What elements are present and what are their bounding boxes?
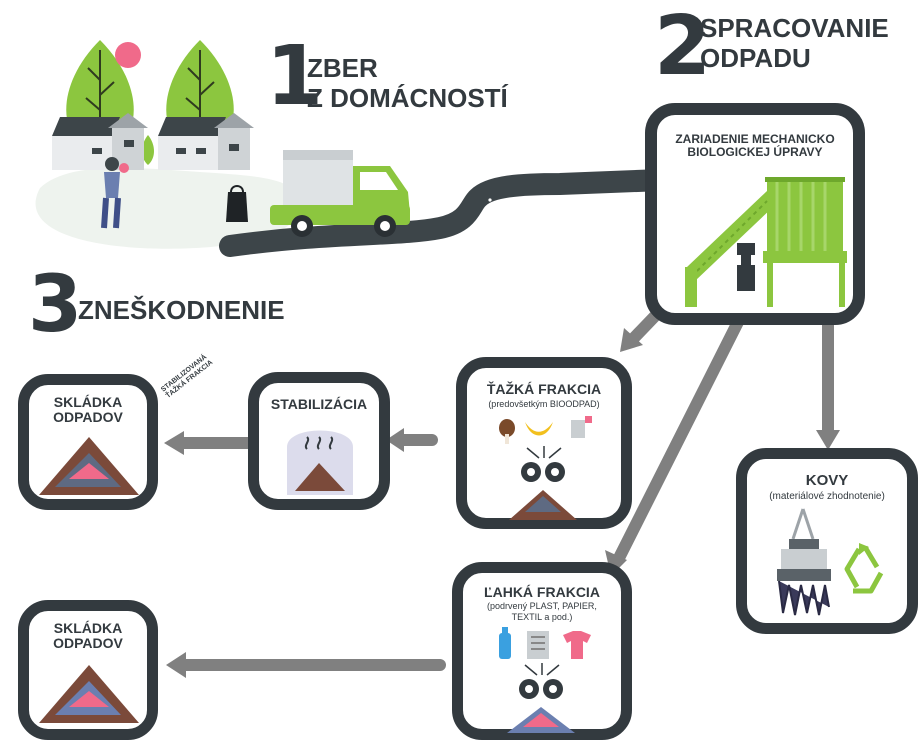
landfill-bottom-title: SKLÁDKA ODPADOV xyxy=(29,620,147,652)
metals-box: KOVY (materiálové zhodnotenie) xyxy=(736,448,918,634)
heavy-fraction-title: ŤAŽKÁ FRAKCIA xyxy=(486,381,602,397)
landfill-bottom-title-line2: ODPADOV xyxy=(53,635,123,652)
step-2-number: 2 xyxy=(654,0,712,94)
banana-icon xyxy=(525,422,553,436)
person-icon xyxy=(101,157,129,229)
stabilization-box: STABILIZÁCIA xyxy=(248,372,390,510)
stabilization-title: STABILIZÁCIA xyxy=(270,396,368,412)
light-fraction-subtitle: (podrvený PLAST, PAPIER, TEXTIL a pod.) xyxy=(463,601,621,624)
landfill-box-bottom: SKLÁDKA ODPADOV xyxy=(18,600,158,740)
flow-arrows xyxy=(164,309,840,678)
chicken-leg-icon xyxy=(499,419,515,444)
light-fraction-box: ĽAHKÁ FRAKCIA (podrvený PLAST, PAPIER, T… xyxy=(452,562,632,740)
tshirt-icon xyxy=(563,631,591,659)
step-2-title-line1: SPRACOVANIE xyxy=(700,13,889,43)
processing-plant-icon xyxy=(685,177,847,307)
heavy-fraction-box: ŤAŽKÁ FRAKCIA (predovšetkým BIOODPAD) xyxy=(456,357,632,529)
light-fraction-title: ĽAHKÁ FRAKCIA xyxy=(484,584,600,600)
step-1-number: 1 xyxy=(266,29,324,124)
step-2-title-line2: ODPADU xyxy=(700,42,811,73)
landfill-top-title: SKLÁDKA ODPADOV xyxy=(29,394,147,426)
waste-pile-icon xyxy=(39,665,139,723)
step-1-title-line1: ZBER xyxy=(307,53,378,83)
gear-icon xyxy=(519,679,539,699)
waste-pile-icon xyxy=(507,707,575,733)
gear-icon xyxy=(521,462,541,482)
metals-subtitle: (materiálové zhodnotenie) xyxy=(769,491,885,502)
bottle-icon xyxy=(499,627,511,659)
sun-icon xyxy=(115,42,141,68)
mbt-title-line1: ZARIADENIE MECHANICKO xyxy=(675,132,835,146)
ground-area xyxy=(35,167,300,249)
step-1-title: ZBER Z DOMÁCNOSTÍ xyxy=(307,53,508,114)
house-icon xyxy=(52,113,148,170)
waste-pile-icon xyxy=(509,490,577,520)
mbt-title: ZARIADENIE MECHANICKO BIOLOGICKEJ ÚPRAVY xyxy=(657,132,853,160)
trash-bag-icon xyxy=(226,185,248,222)
step-3-number: 3 xyxy=(28,260,83,350)
landfill-top-title-line1: SKLÁDKA xyxy=(53,394,123,410)
metals-title: KOVY xyxy=(805,472,849,489)
heavy-fraction-subtitle: (predovšetkým BIOODPAD) xyxy=(488,399,600,409)
mbt-title-line2: BIOLOGICKEJ ÚPRAVY xyxy=(687,145,823,160)
light-fraction-subtitle-line2: TEXTIL a pod.) xyxy=(511,612,573,623)
tea-bag-icon xyxy=(571,416,592,438)
waste-pile-icon xyxy=(39,437,139,495)
small-tree-icon xyxy=(142,135,154,165)
newspaper-icon xyxy=(527,631,549,659)
mbt-facility-box: ZARIADENIE MECHANICKO BIOLOGICKEJ ÚPRAVY xyxy=(645,103,865,325)
light-fraction-subtitle-line1: (podrvený PLAST, PAPIER, xyxy=(487,601,597,611)
recycle-icon xyxy=(844,543,884,594)
magnet-icon xyxy=(777,508,831,616)
step-2-title: SPRACOVANIE ODPADU xyxy=(700,13,889,74)
road-icon xyxy=(219,169,673,257)
step-1-title-line2: Z DOMÁCNOSTÍ xyxy=(307,82,508,113)
house-icon xyxy=(158,113,254,170)
step-3-title: ZNEŠKODNENIE xyxy=(78,295,285,325)
stabilization-chamber-icon xyxy=(287,430,353,495)
gear-icon xyxy=(545,462,565,482)
landfill-top-title-line2: ODPADOV xyxy=(53,409,123,426)
landfill-box-top: SKLÁDKA ODPADOV xyxy=(18,374,158,510)
landfill-bottom-title-line1: SKLÁDKA xyxy=(53,620,123,636)
garbage-truck-icon xyxy=(270,150,410,237)
gear-icon xyxy=(543,679,563,699)
